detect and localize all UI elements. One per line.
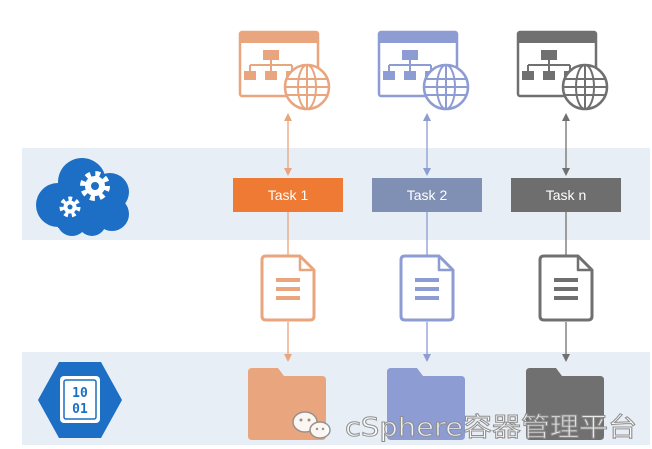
storage-card [60, 376, 100, 423]
bidirectional-arrow [284, 113, 292, 176]
document-to-folder-arrow [284, 322, 292, 362]
small-gear-icon [59, 196, 81, 218]
folder-icon [526, 368, 604, 440]
wechat-icon [292, 411, 331, 439]
storage-card-inner [63, 379, 97, 420]
storage-binary-line2: 01 [72, 402, 88, 417]
task-column-2: Task 2 [372, 30, 482, 440]
storage-binary-line1: 10 [72, 386, 88, 401]
watermark-text: cSphere容器管理平台 [345, 413, 637, 443]
document-to-folder-arrow [423, 322, 431, 362]
task-label: Task n [546, 187, 586, 203]
task-box: Task 2 [372, 178, 482, 212]
bidirectional-arrow [423, 113, 431, 176]
task-label: Task 1 [268, 187, 309, 203]
app-window-titlebar [240, 32, 318, 43]
web-app-icon [377, 30, 470, 111]
large-gear-icon [80, 171, 110, 201]
task-box: Task n [511, 178, 621, 212]
watermark: cSphere容器管理平台 [292, 411, 638, 444]
document-icon [260, 254, 316, 322]
cloud-gears-icon [36, 158, 129, 236]
binary-storage-icon: 10 01 [38, 362, 122, 438]
task-column-n: Task n [511, 30, 621, 440]
task-box: Task 1 [233, 178, 343, 212]
globe-icon [561, 63, 609, 111]
folder-icon [387, 368, 465, 440]
app-window-titlebar [379, 32, 457, 43]
app-window-titlebar [518, 32, 596, 43]
globe-icon [422, 63, 470, 111]
globe-icon [283, 63, 331, 111]
bidirectional-arrow [562, 113, 570, 176]
web-app-icon [516, 30, 609, 111]
task-label: Task 2 [407, 187, 448, 203]
web-app-icon [238, 30, 331, 111]
document-icon [399, 254, 455, 322]
document-icon [538, 254, 594, 322]
document-to-folder-arrow [562, 322, 570, 362]
